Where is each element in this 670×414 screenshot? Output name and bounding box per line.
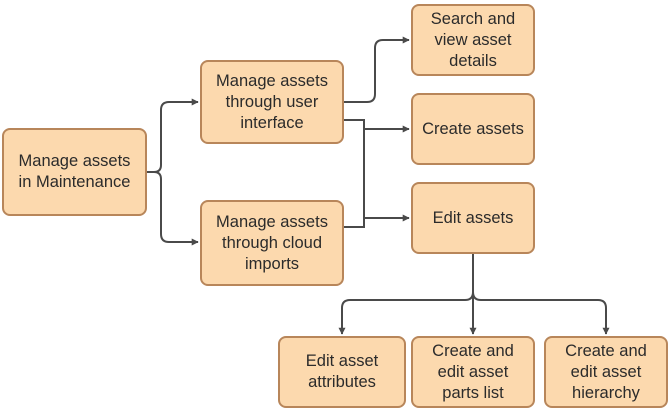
node-manage-assets-through-user-interface: Manage assets through user interface xyxy=(200,60,344,144)
arrow-edit-to-attributes xyxy=(338,254,474,335)
arrow-root-to-cloud xyxy=(147,171,199,246)
node-create-assets: Create assets xyxy=(411,93,535,165)
node-manage-assets-through-cloud-imports: Manage assets through cloud imports xyxy=(200,200,344,286)
node-search-and-view-asset-details: Search and view asset details xyxy=(411,4,535,76)
arrow-ui-to-search xyxy=(344,36,410,103)
arrow-cloud-to-edit xyxy=(344,214,410,228)
arrow-edit-to-hierarchy xyxy=(472,254,610,335)
arrow-ui-to-create xyxy=(344,119,410,133)
node-edit-assets: Edit assets xyxy=(411,182,535,254)
arrow-root-to-ui xyxy=(147,98,199,173)
node-create-and-edit-asset-parts-list: Create and edit asset parts list xyxy=(411,336,535,408)
node-manage-assets-in-maintenance: Manage assets in Maintenance xyxy=(2,128,147,216)
node-create-and-edit-asset-hierarchy: Create and edit asset hierarchy xyxy=(544,336,668,408)
node-edit-asset-attributes: Edit asset attributes xyxy=(278,336,406,408)
